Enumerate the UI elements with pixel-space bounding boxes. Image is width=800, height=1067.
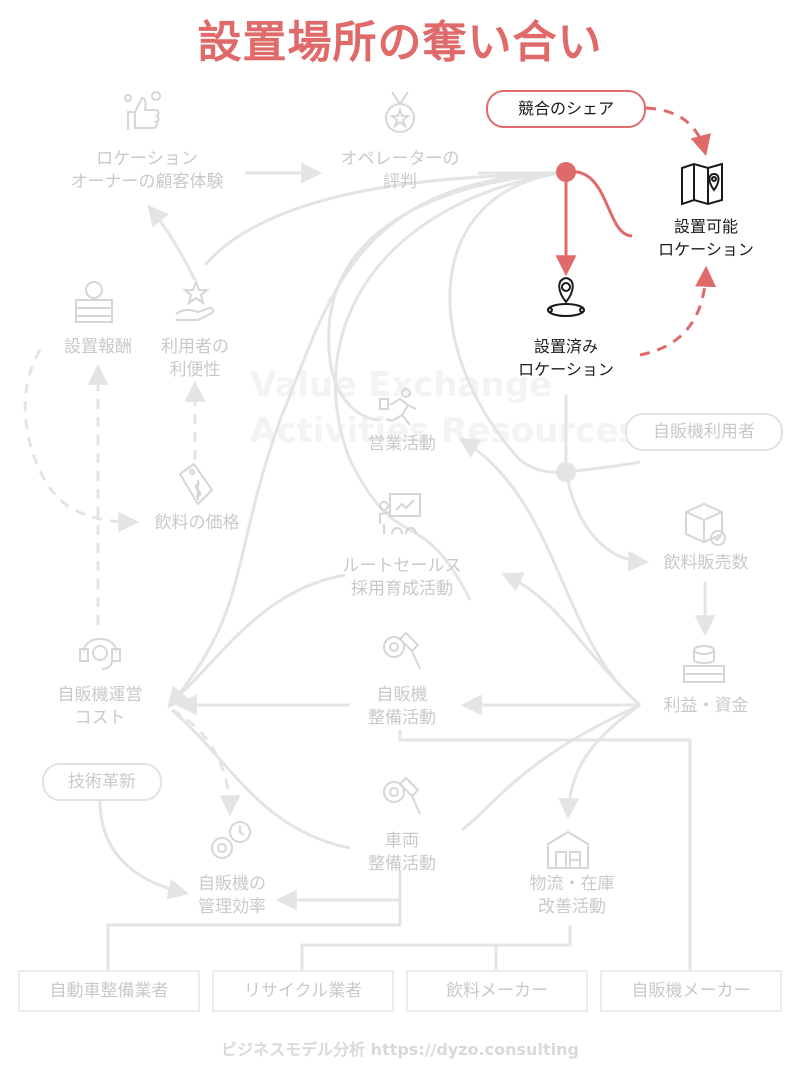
node-installed-location[interactable]: 設置済み ロケーション — [518, 337, 614, 379]
edge-hub2-to-drinksales — [564, 471, 650, 572]
thumbs-up-icon — [124, 91, 161, 130]
medal-icon — [385, 91, 415, 133]
node-drink-sales[interactable]: 飲料販売数 — [663, 553, 749, 573]
edge-tech-to-mgmt — [98, 799, 190, 900]
node-owner-experience[interactable]: ロケーション オーナーの顧客体験 — [70, 149, 224, 192]
gear-wrench-icon — [383, 631, 421, 670]
edge-profit-to-logistics — [558, 703, 641, 820]
edge-red-share-to-installable — [645, 106, 711, 157]
money-stack-icon — [75, 281, 113, 323]
node-logistics[interactable]: 物流・在庫 改善活動 — [529, 874, 615, 917]
hand-star-icon — [175, 279, 214, 321]
edge-partner-recycle — [300, 925, 572, 970]
warehouse-icon — [547, 830, 589, 869]
running-person-icon — [379, 388, 417, 426]
map-location-icon — [681, 162, 723, 206]
hub-grey — [556, 462, 576, 482]
presentation-icon — [379, 493, 421, 535]
tech-innovation-pill[interactable]: 技術革新 — [42, 763, 162, 801]
coin-stack-icon — [683, 645, 725, 683]
edge-hub-right — [448, 170, 567, 474]
edge-convenience-up — [147, 204, 197, 281]
edge-operator-to-owner — [203, 172, 556, 266]
edge-profit-to-sales — [458, 437, 641, 707]
node-sales-activity[interactable]: 営業活動 — [368, 434, 436, 454]
edge-partner-auto — [106, 870, 402, 970]
partner-drink-maker[interactable]: 飲料メーカー — [406, 970, 588, 1012]
edge-partner-vm — [398, 730, 692, 970]
node-user-convenience[interactable]: 利用者の 利便性 — [161, 337, 229, 380]
edge-hub-mid — [333, 170, 567, 601]
node-operating-cost[interactable]: 自販機運営 コスト — [57, 685, 143, 728]
partner-auto-maintenance[interactable]: 自動車整備業者 — [18, 970, 200, 1012]
edge-fee-to-price — [23, 349, 140, 533]
node-vehicle-maintenance[interactable]: 車両 整備活動 — [368, 831, 436, 874]
package-check-icon — [685, 502, 726, 546]
node-installable-location[interactable]: 設置可能 ロケーション — [658, 217, 754, 259]
vm-users-pill[interactable]: 自販機利用者 — [625, 413, 783, 451]
edge-red-installed-to-installable — [639, 265, 717, 357]
gear-clock-icon — [211, 821, 251, 859]
node-operator-reputation[interactable]: オペレーターの 評判 — [340, 149, 460, 192]
node-vm-maintenance[interactable]: 自販機 整備活動 — [368, 685, 436, 728]
price-tag-icon — [178, 462, 214, 506]
location-pin-icon — [547, 276, 585, 317]
competitive-share-pill[interactable]: 競合のシェア — [486, 90, 646, 128]
node-installation-fee[interactable]: 設置報酬 — [64, 337, 132, 357]
edge-profit-to-vehicle — [461, 703, 641, 832]
footer-credit[interactable]: ビジネスモデル分析 https://dyzo.consulting — [221, 1040, 579, 1059]
node-management-efficiency[interactable]: 自販機の 管理効率 — [198, 874, 266, 917]
watermark: Value Exchange Activities Resources — [250, 365, 639, 451]
node-profit[interactable]: 利益・資金 — [663, 696, 749, 716]
gear-wrench-icon-2 — [383, 776, 421, 815]
edge-route-to-cost — [171, 573, 346, 704]
node-route-sales[interactable]: ルートセールス 採用育成活動 — [342, 556, 462, 599]
page-title: 設置場所の奪い合い — [197, 17, 603, 68]
edge-cost-to-mgmt — [171, 708, 241, 817]
node-drink-price[interactable]: 飲料の価格 — [154, 513, 240, 533]
edge-hub2-to-user — [565, 460, 641, 474]
edge-vehicle-to-cost — [171, 708, 351, 850]
hub-red — [556, 162, 576, 182]
edge-red-hub-to-installable — [565, 170, 633, 238]
partner-recycling[interactable]: リサイクル業者 — [212, 970, 394, 1012]
edge-hub-to-sales — [327, 170, 567, 422]
partner-vm-maker[interactable]: 自販機メーカー — [600, 970, 782, 1012]
headset-gear-icon — [79, 638, 121, 670]
